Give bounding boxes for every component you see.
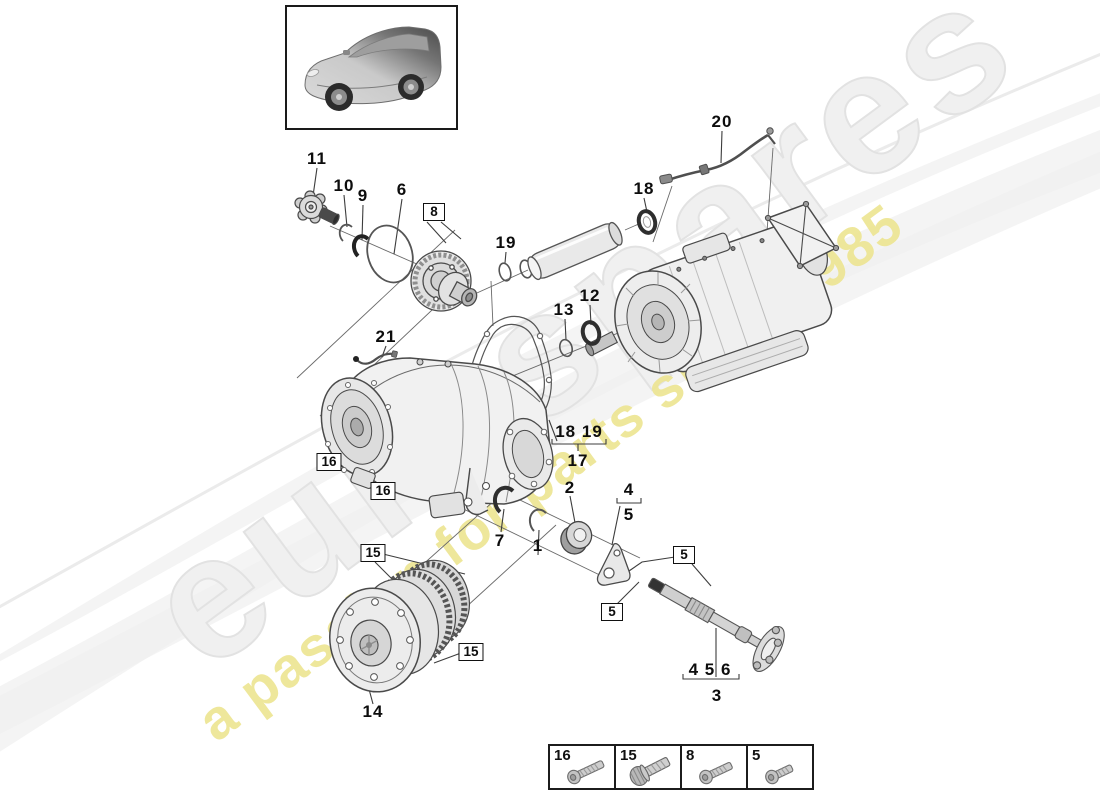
seal-ring-12 [580, 320, 602, 346]
clutch-drum-14 [329, 559, 470, 693]
legend-table: 16 15 8 5 [548, 744, 814, 790]
legend-ref-15: 15 [620, 747, 637, 764]
legend-item-16: 16 [550, 746, 614, 788]
snap-ring-10 [338, 223, 353, 242]
vent-pipe-20 [659, 127, 776, 185]
legend-item-8: 8 [680, 746, 746, 788]
legend-ref-5: 5 [752, 747, 761, 764]
car-thumbnail-box [285, 5, 458, 130]
transfer-case-housing [320, 357, 554, 519]
o-ring-6 [366, 224, 414, 284]
bearing-2 [560, 520, 593, 555]
seal-ring-7 [492, 485, 515, 514]
breather-tube-19 [527, 221, 623, 281]
legend-item-5: 5 [746, 746, 812, 788]
seal-ring-9 [351, 234, 370, 258]
hex-flange-bolt-icon [624, 750, 680, 790]
automatic-transmission [585, 200, 840, 393]
o-ring-13 [559, 338, 573, 358]
legend-item-15: 15 [614, 746, 680, 788]
legend-ref-16: 16 [554, 747, 571, 764]
support-bracket [596, 543, 631, 586]
differential-gear [410, 250, 478, 312]
snap-ring-1 [528, 508, 547, 532]
drive-flange-part-11 [294, 190, 340, 225]
pan-screw-icon [692, 754, 746, 790]
output-shaft-3 [647, 577, 785, 672]
pan-screw-long-icon [560, 754, 614, 790]
pan-screw-short-icon [758, 754, 812, 790]
suv-thumbnail [304, 26, 442, 111]
legend-ref-8: 8 [686, 747, 695, 764]
seal-ring-18 [636, 209, 658, 235]
pipe-21 [353, 350, 398, 365]
